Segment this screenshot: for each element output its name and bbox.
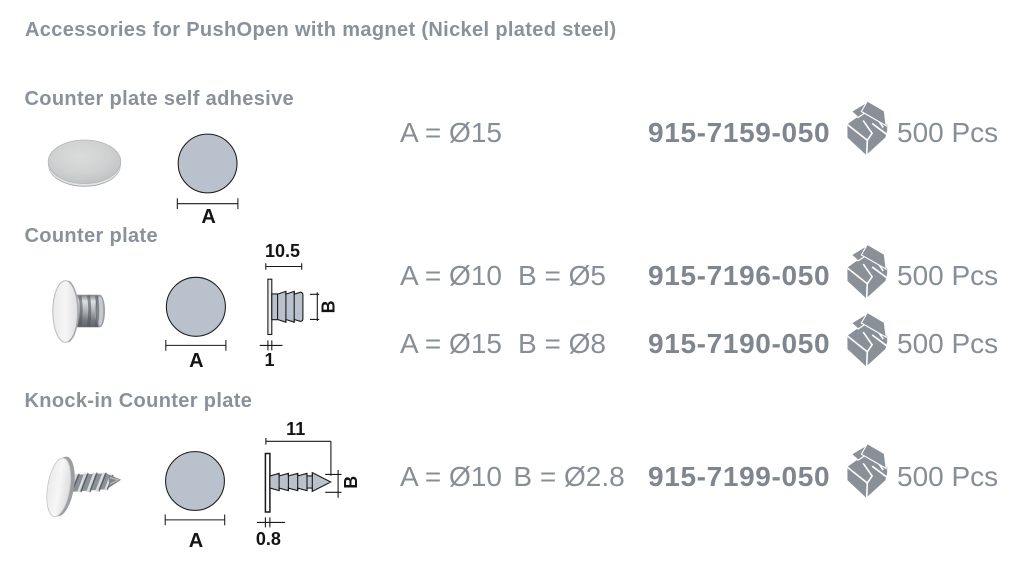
svg-text:B: B — [341, 476, 361, 489]
svg-text:B: B — [319, 300, 339, 313]
